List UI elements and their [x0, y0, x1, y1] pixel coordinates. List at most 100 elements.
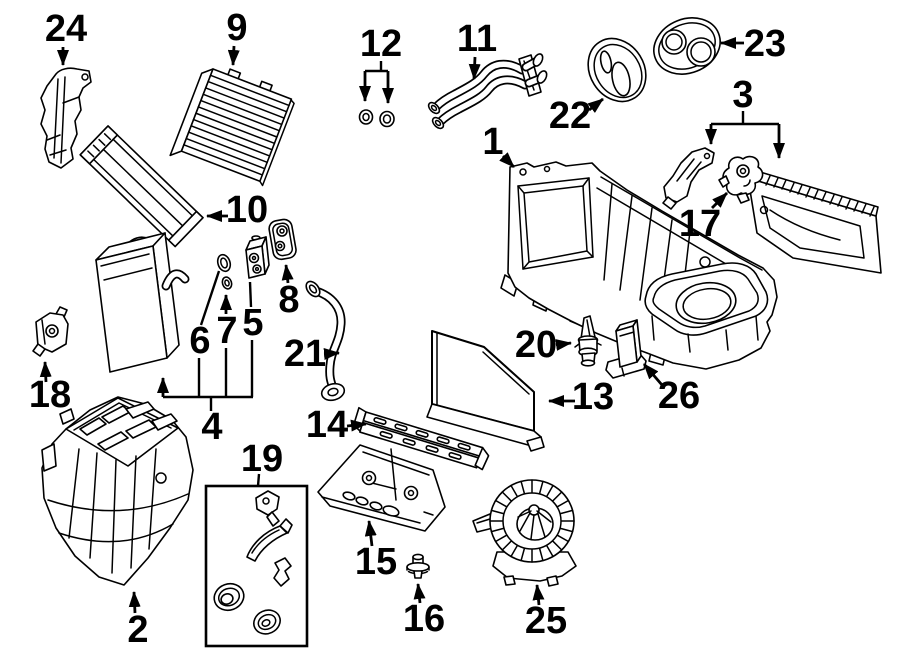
leader-arrow-18: [39, 361, 52, 383]
callout-label-2[interactable]: 2: [127, 609, 148, 651]
callout-label-15[interactable]: 15: [355, 541, 397, 583]
part-3-cover: [747, 168, 882, 274]
part-22-grommet: [587, 37, 647, 103]
callout-3: 3: [705, 74, 785, 159]
part-10-heater-core: [79, 125, 204, 248]
part-9-finned-core: [169, 68, 295, 187]
part-24-side-bracket: [40, 67, 92, 169]
callout-4: 4: [157, 340, 254, 448]
leader-bracket-4: [163, 340, 254, 411]
callout-label-5[interactable]: 5: [242, 302, 263, 344]
callout-label-14[interactable]: 14: [306, 404, 348, 446]
part-23-grommet-double: [653, 17, 721, 75]
part-19-repair-kit: [204, 484, 309, 648]
callout-label-20[interactable]: 20: [515, 324, 557, 366]
callout-label-7[interactable]: 7: [216, 310, 237, 352]
callout-label-19[interactable]: 19: [241, 438, 283, 480]
callout-label-6[interactable]: 6: [189, 320, 210, 362]
part-12-o-rings: [358, 109, 395, 128]
part-8-fitting-block: [268, 218, 297, 261]
part-4-evaporator-assembly: [95, 232, 190, 373]
callout-label-9[interactable]: 9: [226, 7, 247, 49]
callout-24: 24: [45, 8, 87, 66]
callout-label-11[interactable]: 11: [457, 18, 497, 60]
callout-16: 16: [403, 583, 445, 640]
leader-arrow-9: [227, 45, 240, 66]
callout-label-25[interactable]: 25: [525, 600, 567, 642]
callout-7: 7: [216, 294, 238, 352]
leader-arrow-21: [323, 348, 340, 360]
part-18-actuator: [32, 306, 69, 357]
part-17-actuator-motor: [718, 155, 764, 204]
callout-14: 14: [306, 404, 367, 446]
callout-label-12[interactable]: 12: [360, 23, 402, 65]
leader-line-1: [499, 152, 515, 168]
leader-arrow-17: [711, 192, 728, 209]
leader-line-2: [128, 591, 141, 614]
callout-label-8[interactable]: 8: [278, 279, 299, 321]
callout-25: 25: [525, 584, 567, 642]
part-11-heater-pipes: [427, 53, 548, 130]
callout-22: 22: [549, 95, 604, 137]
callout-21: 21: [284, 333, 340, 375]
callout-23: 23: [720, 23, 786, 65]
callout-label-1[interactable]: 1: [482, 121, 503, 163]
leader-bracket-3: [711, 111, 779, 126]
callout-17: 17: [679, 192, 728, 245]
leader-arrow-8: [281, 264, 294, 284]
callout-label-22[interactable]: 22: [549, 95, 591, 137]
callout-15: 15: [355, 520, 397, 583]
leader-line-6: [199, 270, 221, 326]
callout-2: 2: [127, 591, 149, 651]
part-2-heater-case: [41, 396, 194, 586]
callout-20: 20: [515, 324, 572, 366]
part-13-cabin-air-filter: [426, 330, 545, 452]
callout-8: 8: [278, 264, 300, 321]
leader-line-5: [248, 281, 253, 308]
callout-label-4[interactable]: 4: [201, 406, 222, 448]
part-26-resistor: [605, 319, 647, 379]
callout-label-18[interactable]: 18: [29, 374, 71, 416]
leader-arrow-20: [555, 339, 572, 351]
callout-label-21[interactable]: 21: [284, 333, 326, 375]
callout-label-16[interactable]: 16: [403, 598, 445, 640]
part-15-mounting-plate: [317, 444, 446, 532]
callout-10: 10: [206, 189, 268, 231]
callout-9: 9: [226, 7, 248, 66]
callout-label-10[interactable]: 10: [226, 189, 268, 231]
callout-label-23[interactable]: 23: [744, 23, 786, 65]
callout-label-3[interactable]: 3: [732, 74, 753, 116]
part-6-o-ring: [216, 253, 232, 273]
part-14-filter-bracket: [352, 406, 490, 471]
part-25-blower-motor: [472, 479, 577, 587]
leader-arrow-26: [642, 363, 664, 386]
callout-13: 13: [548, 376, 614, 418]
part-5-expansion-valve: [245, 235, 270, 279]
callout-label-26[interactable]: 26: [658, 375, 700, 417]
callout-11: 11: [457, 18, 497, 80]
leader-arrow-22: [587, 97, 604, 113]
part-1-hvac-housing: [500, 161, 778, 370]
part-16-screw: [406, 553, 430, 579]
callout-6: 6: [189, 270, 221, 362]
leader-arrow-15: [364, 520, 377, 547]
part-20-temperature-sensor: [574, 315, 602, 367]
callout-5: 5: [242, 281, 264, 344]
callout-label-17[interactable]: 17: [679, 203, 721, 245]
callout-26: 26: [642, 363, 700, 417]
leader-line-19: [256, 473, 261, 487]
leader-arrow-25: [532, 584, 545, 606]
callout-18: 18: [29, 361, 71, 416]
callout-1: 1: [482, 121, 515, 168]
part-3-bracket: [662, 147, 715, 210]
callout-label-13[interactable]: 13: [572, 376, 614, 418]
callout-label-24[interactable]: 24: [45, 8, 87, 50]
leader-arrow-11: [468, 56, 481, 80]
part-21-drain-hose: [305, 280, 346, 402]
callout-19: 19: [241, 438, 283, 487]
callout-12: 12: [359, 23, 402, 104]
part-7-o-ring: [221, 276, 233, 290]
leader-bracket-12: [365, 61, 388, 73]
